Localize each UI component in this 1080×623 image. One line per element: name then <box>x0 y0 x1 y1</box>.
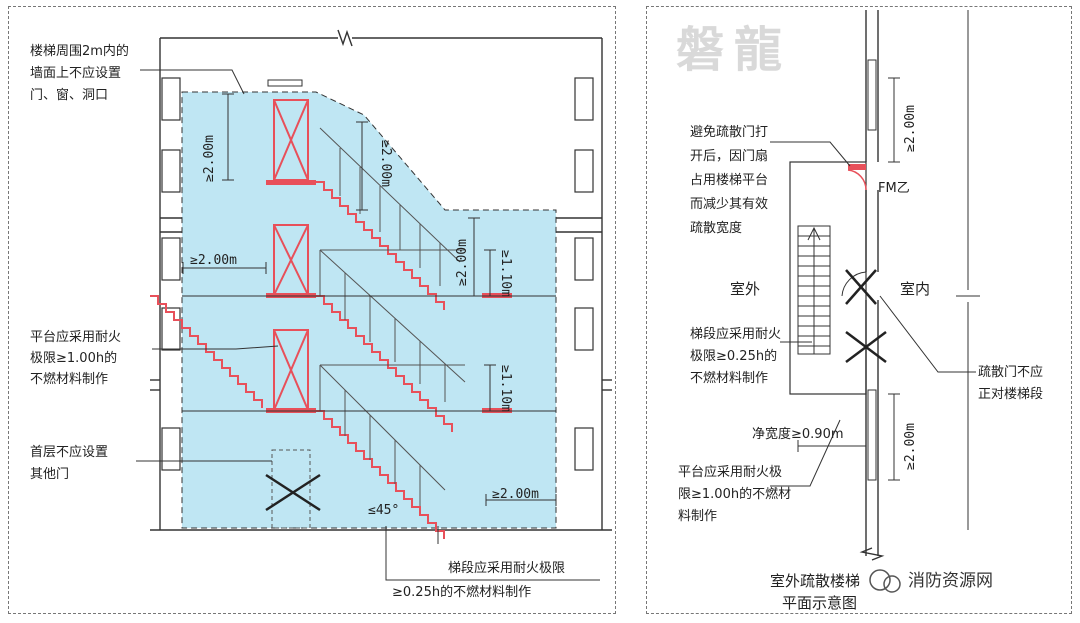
source-label: 消防资源网 <box>908 571 993 591</box>
dim-text-6: ≥1.10m <box>498 365 513 412</box>
indoor-label: 室内 <box>900 280 930 298</box>
dim-text-7: ≥2.00m <box>492 487 539 502</box>
no-facing-note-line1: 疏散门不应 <box>978 364 1043 380</box>
landing-note-line3: 不燃材料制作 <box>30 371 108 387</box>
roof-vent <box>267 79 303 87</box>
wall-note-line3: 门、窗、洞口 <box>30 87 108 103</box>
prohibited-door-swing <box>841 271 867 297</box>
angle-text: ≤45° <box>368 503 399 518</box>
flight-note-line2: ≥0.25h的不燃材料制作 <box>392 584 531 600</box>
ground-door <box>271 449 311 529</box>
flight-note-line3: 不燃材料制作 <box>690 370 768 386</box>
wall-note-line2: 墙面上不应设置 <box>30 65 121 81</box>
stair-treads <box>797 225 831 355</box>
right-leader-lines <box>770 141 976 487</box>
landing-note-line1: 平台应采用耐火极 <box>678 464 782 480</box>
wall-windows <box>867 59 877 481</box>
leader-lines <box>136 69 600 581</box>
outdoor-label: 室外 <box>730 280 760 298</box>
prohibited-x-mark-1 <box>845 269 887 363</box>
source-badge <box>869 569 901 593</box>
dim-text-3: ≥2.00m <box>190 253 237 268</box>
right-dimension-lines <box>797 10 980 530</box>
landing-note-line3: 料制作 <box>678 509 717 524</box>
landing-note-line2: 极限≥1.00h的 <box>30 350 117 366</box>
left-panel <box>8 6 616 614</box>
landing-note-line2: 限≥1.00h的不燃材 <box>678 486 791 502</box>
stair-flights <box>150 181 453 539</box>
dim-text-2: ≥2.00m <box>378 140 393 187</box>
door-note-line4: 而减少其有效 <box>690 197 768 212</box>
prohibited-x-mark <box>265 473 321 512</box>
no-facing-note-line2: 正对楼梯段 <box>978 387 1043 402</box>
stair-railings <box>319 127 466 506</box>
caption-line1: 室外疏散楼梯 <box>770 572 860 590</box>
flight-note-line2: 极限≥0.25h的 <box>690 348 777 364</box>
ground-note-line1: 首层不应设置 <box>30 444 108 460</box>
landing-note-line1: 平台应采用耐火 <box>30 329 121 345</box>
stair-outline <box>789 161 867 395</box>
left-elevation: 楼梯周围2m内的 墙面上不应设置 门、窗、洞口 平台应采用耐火 极限≥1.00h… <box>30 29 612 600</box>
fire-door <box>847 164 867 191</box>
door-note-line2: 开后，因门扇 <box>690 148 768 164</box>
flight-note-line1: 梯段应采用耐火 <box>690 326 781 342</box>
door-note-line1: 避免疏散门打 <box>690 125 768 140</box>
wall-note-line1: 楼梯周围2m内的 <box>30 43 129 59</box>
dim-text-5: ≥1.10m <box>498 250 513 297</box>
door-note-line3: 占用楼梯平台 <box>690 173 768 188</box>
caption-line2: 平面示意图 <box>782 594 857 612</box>
door-code: FM乙 <box>878 181 910 196</box>
right-plan: 磐龍 <box>676 10 1043 612</box>
right-panel <box>646 6 1072 614</box>
dim-text-4: ≥2.00m <box>455 239 470 286</box>
right-dim-text-1: ≥2.00m <box>903 105 918 152</box>
right-dim-text-2: ≥2.00m <box>903 423 918 470</box>
dim-text-1: ≥2.00m <box>202 135 217 182</box>
side-windows <box>161 77 594 471</box>
door-note-line5: 疏散宽度 <box>690 220 742 236</box>
watermark: 磐龍 <box>676 22 792 78</box>
flight-note-line1: 梯段应采用耐火极限 <box>448 560 565 576</box>
no-opening-zone <box>181 91 557 529</box>
dimension-lines <box>182 93 557 506</box>
ground-note-line2: 其他门 <box>30 467 69 482</box>
clear-width-label: 净宽度≥0.90m <box>752 426 844 442</box>
